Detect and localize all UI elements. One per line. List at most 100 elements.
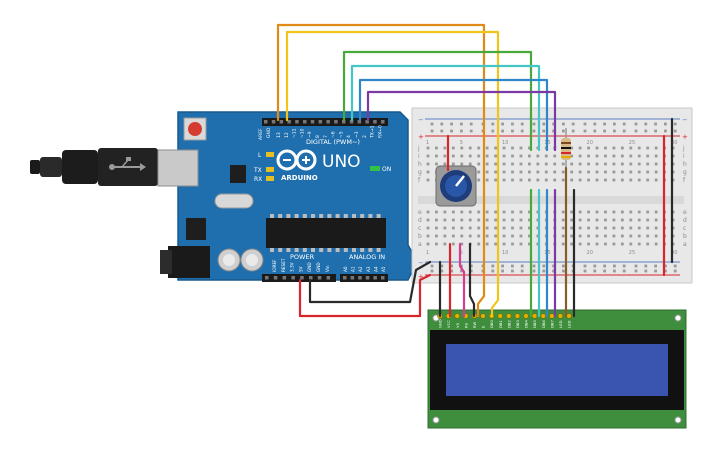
rail-hole[interactable] (520, 129, 524, 133)
breadboard-hole[interactable] (587, 226, 590, 230)
breadboard-hole[interactable] (426, 154, 430, 158)
breadboard-hole[interactable] (443, 226, 447, 230)
breadboard-hole[interactable] (587, 234, 590, 238)
rail-hole[interactable] (562, 129, 565, 133)
header-pin-hole[interactable] (342, 120, 346, 124)
rail-hole[interactable] (583, 269, 587, 273)
breadboard-hole[interactable] (604, 218, 607, 222)
rail-hole[interactable] (562, 264, 565, 268)
breadboard-hole[interactable] (494, 210, 497, 214)
breadboard-hole[interactable] (528, 218, 531, 222)
lcd-pin[interactable] (454, 313, 460, 319)
rail-hole[interactable] (542, 129, 546, 133)
breadboard-hole[interactable] (494, 226, 497, 230)
breadboard-hole[interactable] (435, 154, 438, 158)
header-pin-hole[interactable] (309, 276, 313, 280)
rail-hole[interactable] (634, 264, 638, 268)
breadboard-hole[interactable] (511, 218, 514, 222)
header-pin-hole[interactable] (373, 276, 377, 280)
breadboard-hole[interactable] (570, 242, 574, 246)
rail-hole[interactable] (520, 122, 524, 126)
rail-hole[interactable] (491, 269, 495, 273)
breadboard-hole[interactable] (485, 146, 489, 150)
breadboard-hole[interactable] (426, 226, 430, 230)
lcd-pin[interactable] (531, 313, 538, 319)
breadboard-hole[interactable] (485, 218, 489, 222)
rail-hole[interactable] (430, 264, 434, 268)
breadboard-hole[interactable] (536, 154, 540, 158)
breadboard-hole[interactable] (519, 242, 523, 246)
breadboard-hole[interactable] (629, 218, 633, 222)
breadboard-hole[interactable] (570, 226, 574, 230)
breadboard-hole[interactable] (502, 226, 506, 230)
rail-hole[interactable] (562, 269, 565, 273)
breadboard-hole[interactable] (485, 178, 489, 182)
rail-hole[interactable] (440, 269, 444, 273)
rail-hole[interactable] (622, 129, 626, 133)
rail-hole[interactable] (664, 129, 667, 133)
breadboard-hole[interactable] (485, 234, 489, 238)
rail-hole[interactable] (469, 122, 473, 126)
rail-hole[interactable] (664, 264, 667, 268)
header-pin-hole[interactable] (326, 276, 331, 280)
breadboard-hole[interactable] (511, 226, 514, 230)
breadboard-hole[interactable] (528, 234, 531, 238)
lcd-pin[interactable] (540, 313, 546, 319)
breadboard-hole[interactable] (587, 242, 590, 246)
breadboard-hole[interactable] (460, 154, 464, 158)
header-pin-hole[interactable] (317, 276, 322, 280)
header-pin-hole[interactable] (295, 120, 299, 124)
breadboard-hole[interactable] (511, 162, 514, 166)
rail-hole[interactable] (664, 122, 667, 126)
breadboard-hole[interactable] (604, 154, 607, 158)
breadboard-hole[interactable] (604, 210, 607, 214)
header-pin-hole[interactable] (300, 276, 304, 280)
header-pin-hole[interactable] (365, 276, 370, 280)
header-pin-hole[interactable] (271, 120, 276, 124)
breadboard-hole[interactable] (587, 146, 590, 150)
header-pin-hole[interactable] (334, 120, 338, 124)
header-pin-hole[interactable] (310, 120, 315, 124)
rail-hole[interactable] (654, 269, 657, 273)
breadboard-hole[interactable] (629, 170, 633, 174)
rail-hole[interactable] (583, 264, 587, 268)
breadboard-hole[interactable] (620, 154, 624, 158)
header-pin-hole[interactable] (282, 276, 287, 280)
breadboard-hole[interactable] (451, 162, 455, 166)
breadboard-hole[interactable] (485, 210, 489, 214)
rail-hole[interactable] (644, 122, 648, 126)
breadboard-hole[interactable] (553, 170, 557, 174)
breadboard-hole[interactable] (654, 242, 658, 246)
breadboard-hole[interactable] (494, 218, 497, 222)
breadboard-hole[interactable] (637, 226, 641, 230)
breadboard-hole[interactable] (604, 146, 607, 150)
breadboard-hole[interactable] (570, 146, 574, 150)
reset-button[interactable] (183, 117, 207, 141)
breadboard-hole[interactable] (477, 162, 481, 166)
rail-hole[interactable] (532, 269, 536, 273)
breadboard-hole[interactable] (654, 162, 658, 166)
breadboard-hole[interactable] (612, 170, 616, 174)
breadboard-hole[interactable] (451, 242, 455, 246)
rail-hole[interactable] (440, 122, 444, 126)
breadboard-hole[interactable] (595, 178, 599, 182)
breadboard-hole[interactable] (612, 242, 616, 246)
rail-hole[interactable] (634, 269, 638, 273)
breadboard-hole[interactable] (620, 234, 624, 238)
breadboard-hole[interactable] (612, 234, 616, 238)
breadboard-hole[interactable] (528, 178, 531, 182)
breadboard-hole[interactable] (646, 234, 650, 238)
breadboard-hole[interactable] (435, 218, 438, 222)
rail-hole[interactable] (460, 129, 463, 133)
breadboard-hole[interactable] (553, 178, 557, 182)
header-pin-hole[interactable] (358, 276, 362, 280)
breadboard-hole[interactable] (561, 162, 565, 166)
breadboard-hole[interactable] (435, 226, 438, 230)
breadboard-hole[interactable] (612, 218, 616, 222)
rail-hole[interactable] (644, 269, 648, 273)
rail-hole[interactable] (511, 269, 514, 273)
breadboard-hole[interactable] (485, 170, 489, 174)
breadboard-hole[interactable] (637, 218, 641, 222)
breadboard-hole[interactable] (595, 162, 599, 166)
breadboard-hole[interactable] (620, 170, 624, 174)
